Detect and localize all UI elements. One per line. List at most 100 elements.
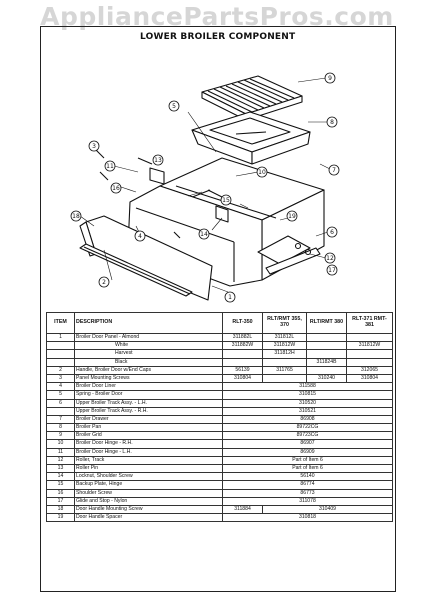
svg-text:12: 12 bbox=[326, 255, 334, 262]
broiler-pan-part bbox=[191, 111, 311, 165]
item-number: 13 bbox=[46, 463, 75, 474]
col-item: ITEM bbox=[46, 312, 75, 334]
callout-12: 12 bbox=[324, 252, 336, 264]
part-number: 86774 bbox=[222, 480, 393, 490]
callout-1: 1 bbox=[224, 291, 236, 303]
part-number: 310804 bbox=[346, 373, 393, 384]
part-number bbox=[306, 365, 347, 375]
svg-text:9: 9 bbox=[328, 75, 332, 82]
part-number bbox=[346, 357, 393, 367]
part-description: Locknut, Shoulder Screw bbox=[74, 472, 223, 482]
leader-lines bbox=[79, 77, 333, 293]
side-track-part bbox=[257, 235, 321, 275]
svg-text:2: 2 bbox=[102, 279, 106, 286]
part-number bbox=[222, 357, 263, 367]
part-number: 311824B bbox=[306, 357, 347, 367]
part-description: Broiler Door Hinge - L.H. bbox=[74, 447, 223, 457]
part-description: Panel Mounting Screws bbox=[74, 373, 223, 384]
svg-text:19: 19 bbox=[288, 213, 296, 220]
part-number: 311588 bbox=[222, 382, 393, 392]
part-number bbox=[262, 373, 307, 384]
item-number: 3 bbox=[46, 373, 75, 384]
part-number: 311812W bbox=[262, 341, 307, 351]
broiler-grid-part bbox=[201, 75, 303, 121]
col-model-2: RLT/RMT 355, 370 bbox=[262, 312, 307, 334]
table-row: Upper Broiler Track Assy. - R.H.310521 bbox=[46, 406, 393, 416]
part-number: 311812L bbox=[262, 332, 307, 343]
part-number: 311765 bbox=[262, 365, 307, 375]
item-number: 1 bbox=[46, 332, 75, 343]
part-description: Handle, Broiler Door w/End Caps bbox=[74, 365, 223, 375]
part-number: 56140 bbox=[222, 472, 393, 482]
door-handle-part bbox=[79, 243, 193, 297]
callout-17: 17 bbox=[326, 264, 338, 276]
exploded-parts-diagram: 1 2 3 4 5 6 7 8 9 10 11 12 13 14 15 16 1… bbox=[70, 72, 340, 303]
svg-text:17: 17 bbox=[328, 267, 336, 274]
item-number: 8 bbox=[46, 423, 75, 433]
part-number: Part of Item 6 bbox=[222, 463, 393, 474]
item-number: 14 bbox=[46, 472, 75, 482]
svg-text:5: 5 bbox=[172, 103, 176, 110]
part-number: 310818 bbox=[222, 513, 393, 523]
item-number bbox=[46, 406, 75, 416]
item-number: 10 bbox=[46, 439, 75, 449]
part-number: 311882L bbox=[222, 332, 263, 343]
part-number: 310804 bbox=[222, 373, 263, 384]
callout-18: 18 bbox=[70, 210, 82, 222]
part-number: 86908 bbox=[222, 414, 393, 425]
callout-6: 6 bbox=[326, 226, 338, 238]
item-number: 4 bbox=[46, 382, 75, 392]
item-number: 2 bbox=[46, 365, 75, 375]
part-number: Part of Item 6 bbox=[222, 455, 393, 466]
callout-2: 2 bbox=[98, 276, 110, 288]
part-description: Spring - Broiler Door bbox=[74, 390, 223, 400]
part-number: 312065 bbox=[346, 365, 393, 375]
part-number bbox=[222, 349, 263, 359]
part-description: Broiler Door Liner bbox=[74, 382, 223, 392]
svg-text:7: 7 bbox=[332, 167, 336, 174]
col-model-3: RLT/RMT 380 bbox=[306, 312, 347, 334]
item-number bbox=[46, 341, 75, 351]
svg-text:18: 18 bbox=[72, 213, 80, 220]
part-number: 311812W bbox=[346, 341, 393, 351]
item-number: 12 bbox=[46, 455, 75, 466]
part-number bbox=[346, 349, 393, 359]
svg-text:1: 1 bbox=[228, 294, 232, 301]
door-hinge-part bbox=[137, 157, 229, 223]
part-description: Broiler Grid bbox=[74, 431, 223, 441]
item-number: 7 bbox=[46, 414, 75, 425]
part-number: 310409 bbox=[262, 504, 393, 515]
item-number bbox=[46, 349, 75, 359]
part-description: Roller Pin bbox=[74, 463, 223, 474]
callout-16: 16 bbox=[110, 182, 122, 194]
parts-list-table: ITEM DESCRIPTION RLT-350 RLT/RMT 355, 37… bbox=[46, 312, 393, 523]
callout-19: 19 bbox=[286, 210, 298, 222]
svg-text:14: 14 bbox=[200, 231, 208, 238]
item-number: 19 bbox=[46, 513, 75, 523]
svg-text:10: 10 bbox=[258, 169, 266, 176]
callout-10: 10 bbox=[256, 166, 268, 178]
col-model-4: RLT-371 RMT-381 bbox=[346, 312, 393, 334]
part-number: 310521 bbox=[222, 406, 393, 416]
part-number bbox=[306, 341, 347, 351]
part-number bbox=[306, 349, 347, 359]
part-description: Glide and Stop - Nylon bbox=[74, 496, 223, 506]
item-number: 18 bbox=[46, 504, 75, 515]
part-number bbox=[346, 332, 393, 343]
svg-text:16: 16 bbox=[112, 185, 120, 192]
